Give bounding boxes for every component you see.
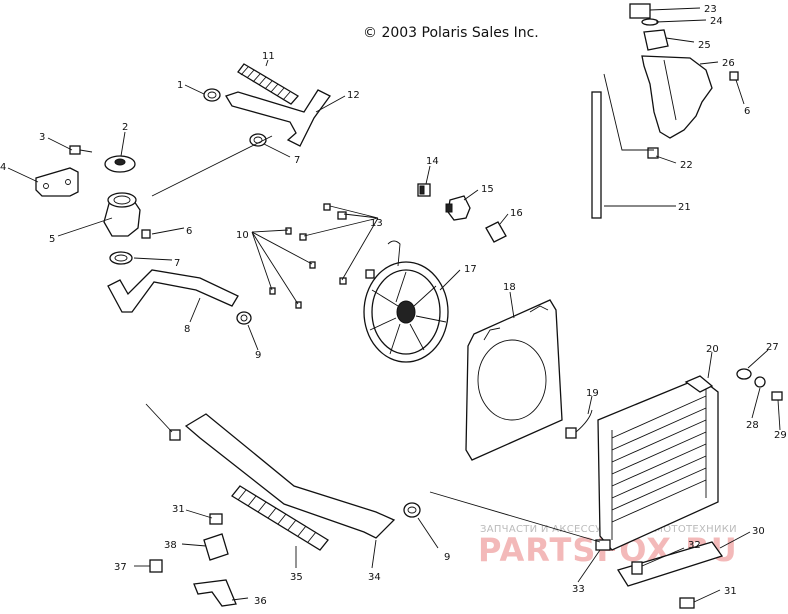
part-2-radiator-cap[interactable] xyxy=(104,155,136,173)
part-29-bolt[interactable] xyxy=(771,391,783,401)
callout-30: 30 xyxy=(752,526,765,537)
callout-16: 16 xyxy=(510,208,523,219)
callout-labels: 1 2 3 4 5 6 6 7 7 8 9 9 10 11 12 13 14 1… xyxy=(0,4,787,607)
part-22-fitting[interactable] xyxy=(647,147,659,159)
part-1-hose-clamp[interactable] xyxy=(203,88,221,102)
callout-8: 8 xyxy=(184,324,190,335)
leader-lines xyxy=(7,7,781,603)
part-7-clamp-lower[interactable] xyxy=(109,251,133,265)
part-9-clamp-lower[interactable] xyxy=(403,502,421,518)
part-12-upper-hose[interactable] xyxy=(225,89,331,147)
part-28-washer[interactable] xyxy=(754,376,766,388)
part-18-fan-shroud[interactable] xyxy=(465,299,563,461)
part-17-cooling-fan[interactable] xyxy=(363,240,449,363)
callout-6-left: 6 xyxy=(186,226,192,237)
part-15-thermo-switch[interactable] xyxy=(445,195,471,221)
part-25-reservoir-neck[interactable] xyxy=(643,29,669,51)
part-8-bent-hose[interactable] xyxy=(107,269,239,313)
part-23-reservoir-cap[interactable] xyxy=(629,3,651,19)
callout-7-lower: 7 xyxy=(174,258,180,269)
callout-9-lower: 9 xyxy=(444,552,450,563)
callout-35: 35 xyxy=(290,572,303,583)
part-31-bolt-right[interactable] xyxy=(679,597,695,609)
callout-31-left: 31 xyxy=(172,504,185,515)
callout-33: 33 xyxy=(572,584,585,595)
callout-6-right: 6 xyxy=(744,106,750,117)
callout-5: 5 xyxy=(49,234,55,245)
part-38-clamp-block[interactable] xyxy=(203,533,229,561)
callout-19: 19 xyxy=(586,388,599,399)
callout-1: 1 xyxy=(177,80,183,91)
part-33-fitting[interactable] xyxy=(595,539,611,551)
callout-27: 27 xyxy=(766,342,779,353)
callout-25: 25 xyxy=(698,40,711,51)
part-3-screw[interactable] xyxy=(69,145,93,155)
part-11-ribbed-hose[interactable] xyxy=(237,63,300,105)
part-16-bushing[interactable] xyxy=(485,221,507,243)
part-24-gasket[interactable] xyxy=(641,18,659,26)
callout-22: 22 xyxy=(680,160,693,171)
callout-10: 10 xyxy=(236,230,249,241)
part-35-ribbed-hose[interactable] xyxy=(231,485,329,551)
callout-3: 3 xyxy=(39,132,45,143)
callout-26: 26 xyxy=(722,58,735,69)
callout-37: 37 xyxy=(114,562,127,573)
callout-31-right: 31 xyxy=(724,586,737,597)
hose-fitting[interactable] xyxy=(169,429,181,441)
part-21-overflow-tube[interactable] xyxy=(591,91,602,219)
callout-20: 20 xyxy=(706,344,719,355)
part-26-coolant-reservoir[interactable] xyxy=(641,55,713,139)
part-9-clamp-upper[interactable] xyxy=(236,311,252,325)
part-32-fastener[interactable] xyxy=(631,561,643,575)
part-10-wire-terminals[interactable] xyxy=(269,227,316,309)
callout-29: 29 xyxy=(774,430,787,441)
callout-18: 18 xyxy=(503,282,516,293)
callout-14: 14 xyxy=(426,156,439,167)
part-31-bolt-left[interactable] xyxy=(209,513,223,525)
part-34-lower-hose[interactable] xyxy=(184,413,396,539)
callout-11: 11 xyxy=(262,51,275,62)
callout-12: 12 xyxy=(347,90,360,101)
callout-23: 23 xyxy=(704,4,717,15)
part-19-temp-sensor[interactable] xyxy=(565,409,593,439)
callout-38: 38 xyxy=(164,540,177,551)
part-6-screw-left[interactable] xyxy=(141,229,151,239)
callout-28: 28 xyxy=(746,420,759,431)
callout-36: 36 xyxy=(254,596,267,607)
part-36-bracket[interactable] xyxy=(193,579,237,607)
callout-9-upper: 9 xyxy=(255,350,261,361)
callout-24: 24 xyxy=(710,16,723,27)
callout-2: 2 xyxy=(122,122,128,133)
callout-15: 15 xyxy=(481,184,494,195)
callout-34: 34 xyxy=(368,572,381,583)
callout-17: 17 xyxy=(464,264,477,275)
part-14-fitting[interactable] xyxy=(417,183,431,197)
part-5-filler-neck[interactable] xyxy=(103,192,141,237)
copyright-text: © 2003 Polaris Sales Inc. xyxy=(363,25,539,41)
callout-21: 21 xyxy=(678,202,691,213)
callout-4: 4 xyxy=(0,162,6,173)
part-37-bolt[interactable] xyxy=(149,559,163,573)
part-6-screw-right[interactable] xyxy=(729,71,739,81)
part-4-mounting-bracket[interactable] xyxy=(35,167,79,197)
part-13-connectors[interactable] xyxy=(299,203,347,285)
callout-32: 32 xyxy=(688,540,701,551)
part-30-lower-bracket[interactable] xyxy=(616,541,724,587)
callout-7-upper: 7 xyxy=(294,155,300,166)
part-27-grommet[interactable] xyxy=(736,368,752,380)
part-20-radiator[interactable] xyxy=(597,375,719,551)
callout-13: 13 xyxy=(370,218,383,229)
